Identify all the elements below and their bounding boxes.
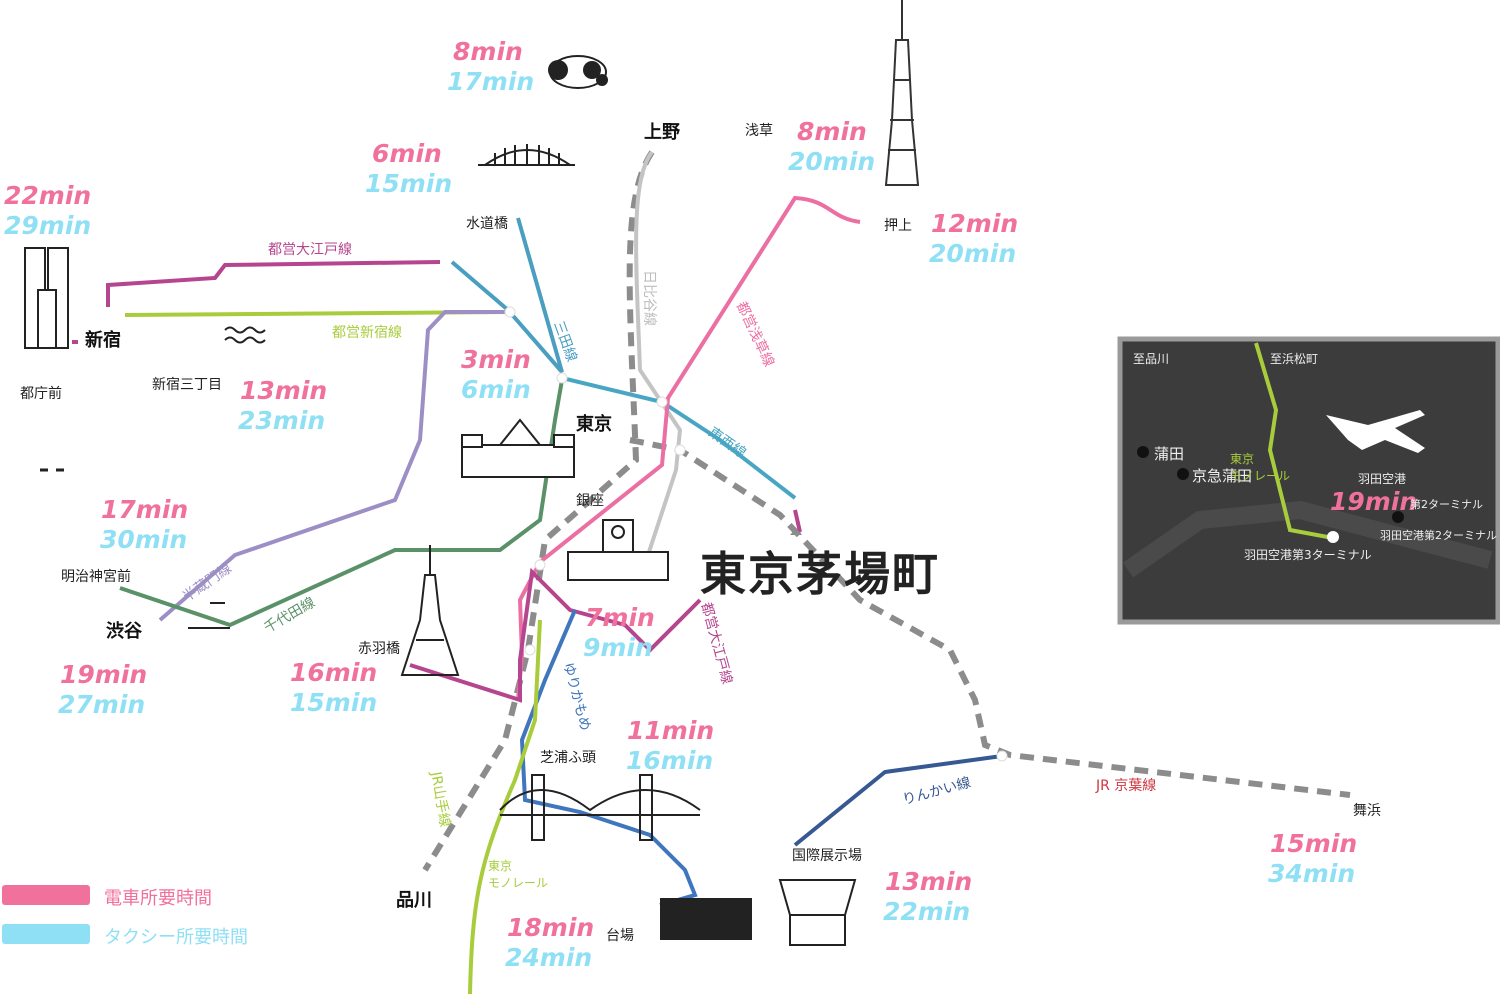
odaiba-taxi-time: 24min <box>505 943 593 972</box>
wave-icon <box>224 326 266 344</box>
asakusa-taxi-time: 20min <box>788 147 876 176</box>
station-ginza: 銀座 <box>576 493 604 509</box>
odaiba-train-time: 18min <box>507 913 595 942</box>
inset-to-hamamatsucho: 至浜松町 <box>1270 352 1319 366</box>
station-tokyo: 東京 <box>576 414 612 435</box>
shinjuku-sanchome-taxi-time: 23min <box>238 406 326 435</box>
inset-kamata: 蒲田 <box>1154 445 1185 463</box>
line-label-monorail: 東京 モノレール <box>488 859 549 890</box>
oshiage-taxi-time: 20min <box>929 239 1017 268</box>
meiji-train-time: 17min <box>101 495 189 524</box>
station-odaiba: 台場 <box>606 928 634 944</box>
big-sight-icon <box>778 879 857 946</box>
destination-title: 東京茅場町 <box>700 547 940 601</box>
inset-to-shinagawa: 至品川 <box>1133 352 1170 366</box>
skytree-icon <box>884 0 920 186</box>
line-label-keiyo: JR 京葉線 <box>1096 778 1157 794</box>
oedo-line-kayabacho <box>793 509 802 533</box>
hachiko-icon <box>188 602 230 629</box>
ginza-taxi-time: 9min <box>583 633 653 662</box>
rainbow-bridge-icon <box>499 774 701 841</box>
inset-keikyu-kamata: 京急蒲田 <box>1192 467 1253 485</box>
shibaura-train-time: 11min <box>627 716 715 745</box>
station-shinjuku: 新宿 <box>85 330 121 351</box>
kokusai-taxi-time: 22min <box>883 897 971 926</box>
maihama-taxi-time: 34min <box>1268 859 1356 888</box>
chiyoda-line <box>119 379 564 628</box>
tokyo-taxi-time: 6min <box>461 375 531 404</box>
rinkai-line <box>793 754 1003 847</box>
maihama-train-time: 15min <box>1270 829 1358 858</box>
tokyo-station-icon <box>461 418 575 478</box>
hanzomon-line <box>158 310 510 622</box>
junction-dots <box>504 306 1008 762</box>
station-shibuya: 渋谷 <box>106 621 142 642</box>
station-ueno: 上野 <box>644 122 680 143</box>
oshiage-train-time: 12min <box>931 209 1019 238</box>
ueno-taxi-time: 17min <box>447 67 535 96</box>
monorail-line <box>468 619 542 994</box>
panda-icon <box>548 55 608 89</box>
inset-terminal2: 羽田空港第2ターミナル <box>1380 529 1497 542</box>
shinjuku-sanchome-train-time: 13min <box>240 376 328 405</box>
kokusai-train-time: 13min <box>885 867 973 896</box>
inset-haneda: 羽田空港 <box>1358 472 1407 486</box>
line-label-oedo-top: 都営大江戸線 <box>268 242 352 258</box>
tokyo-tower-icon <box>400 545 460 676</box>
station-shibaura: 芝浦ふ頭 <box>540 750 596 766</box>
shibuya-taxi-time: 27min <box>58 690 146 719</box>
line-label-shinjuku: 都営新宿線 <box>332 325 402 341</box>
oedo-line-top <box>106 260 441 307</box>
kayabacho-marker <box>790 528 802 535</box>
inset-monorail-line <box>1254 342 1334 540</box>
suidobashi-taxi-time: 15min <box>365 169 453 198</box>
shinjuku-taxi-time: 29min <box>4 211 92 240</box>
oedo-line-lower <box>409 567 702 703</box>
hibiya-line <box>634 150 683 556</box>
legend-taxi-swatch <box>2 924 90 944</box>
station-tochomae: 都庁前 <box>20 386 62 402</box>
haneda-train-time: 19min <box>1330 487 1418 516</box>
line-label-hibiya: 日比谷線 <box>641 270 657 326</box>
haneda-inset-map <box>1117 336 1500 625</box>
akabanebashi-train-time: 16min <box>290 658 378 687</box>
bridge-icon <box>478 144 575 166</box>
odaiba-building-icon <box>660 898 752 940</box>
legend-train-swatch <box>2 885 90 905</box>
shibaura-taxi-time: 16min <box>626 746 714 775</box>
airplane-icon <box>1326 410 1425 453</box>
shinjuku-train-time: 22min <box>4 181 92 210</box>
station-shinjuku-sanchome: 新宿三丁目 <box>152 377 222 393</box>
station-shinagawa: 品川 <box>396 890 432 911</box>
tokyo-train-time: 3min <box>461 345 531 374</box>
asakusa-train-time: 8min <box>797 117 867 146</box>
mita-line <box>450 217 564 374</box>
shibuya-train-time: 19min <box>60 660 148 689</box>
inset-terminal3: 羽田空港第3ターミナル <box>1244 548 1372 562</box>
tozai-line <box>561 376 797 500</box>
government-building-icon <box>24 247 69 349</box>
akabanebashi-taxi-time: 15min <box>290 688 378 717</box>
ginza-train-time: 7min <box>585 603 655 632</box>
station-meiji-jingumae: 明治神宮前 <box>61 569 131 585</box>
legend-train-label: 電車所要時間 <box>104 888 212 909</box>
inset-terminal2-short: 第2ターミナル <box>1410 498 1483 511</box>
station-kokusai: 国際展示場 <box>792 848 862 864</box>
jr-keihin-dashed-line <box>422 150 655 872</box>
ginza-clock-tower-icon <box>567 519 669 581</box>
suidobashi-train-time: 6min <box>372 139 442 168</box>
station-suidobashi: 水道橋 <box>466 216 508 232</box>
station-oshiage: 押上 <box>884 218 912 234</box>
station-akabanebashi: 赤羽橋 <box>358 641 400 657</box>
station-asakusa: 浅草 <box>745 123 773 139</box>
ueno-train-time: 8min <box>453 37 523 66</box>
legend-taxi-label: タクシー所要時間 <box>104 927 248 948</box>
meiji-taxi-time: 30min <box>100 525 188 554</box>
station-maihama: 舞浜 <box>1353 803 1381 819</box>
inset-monorail: 東京 モノレール <box>1230 452 1291 483</box>
